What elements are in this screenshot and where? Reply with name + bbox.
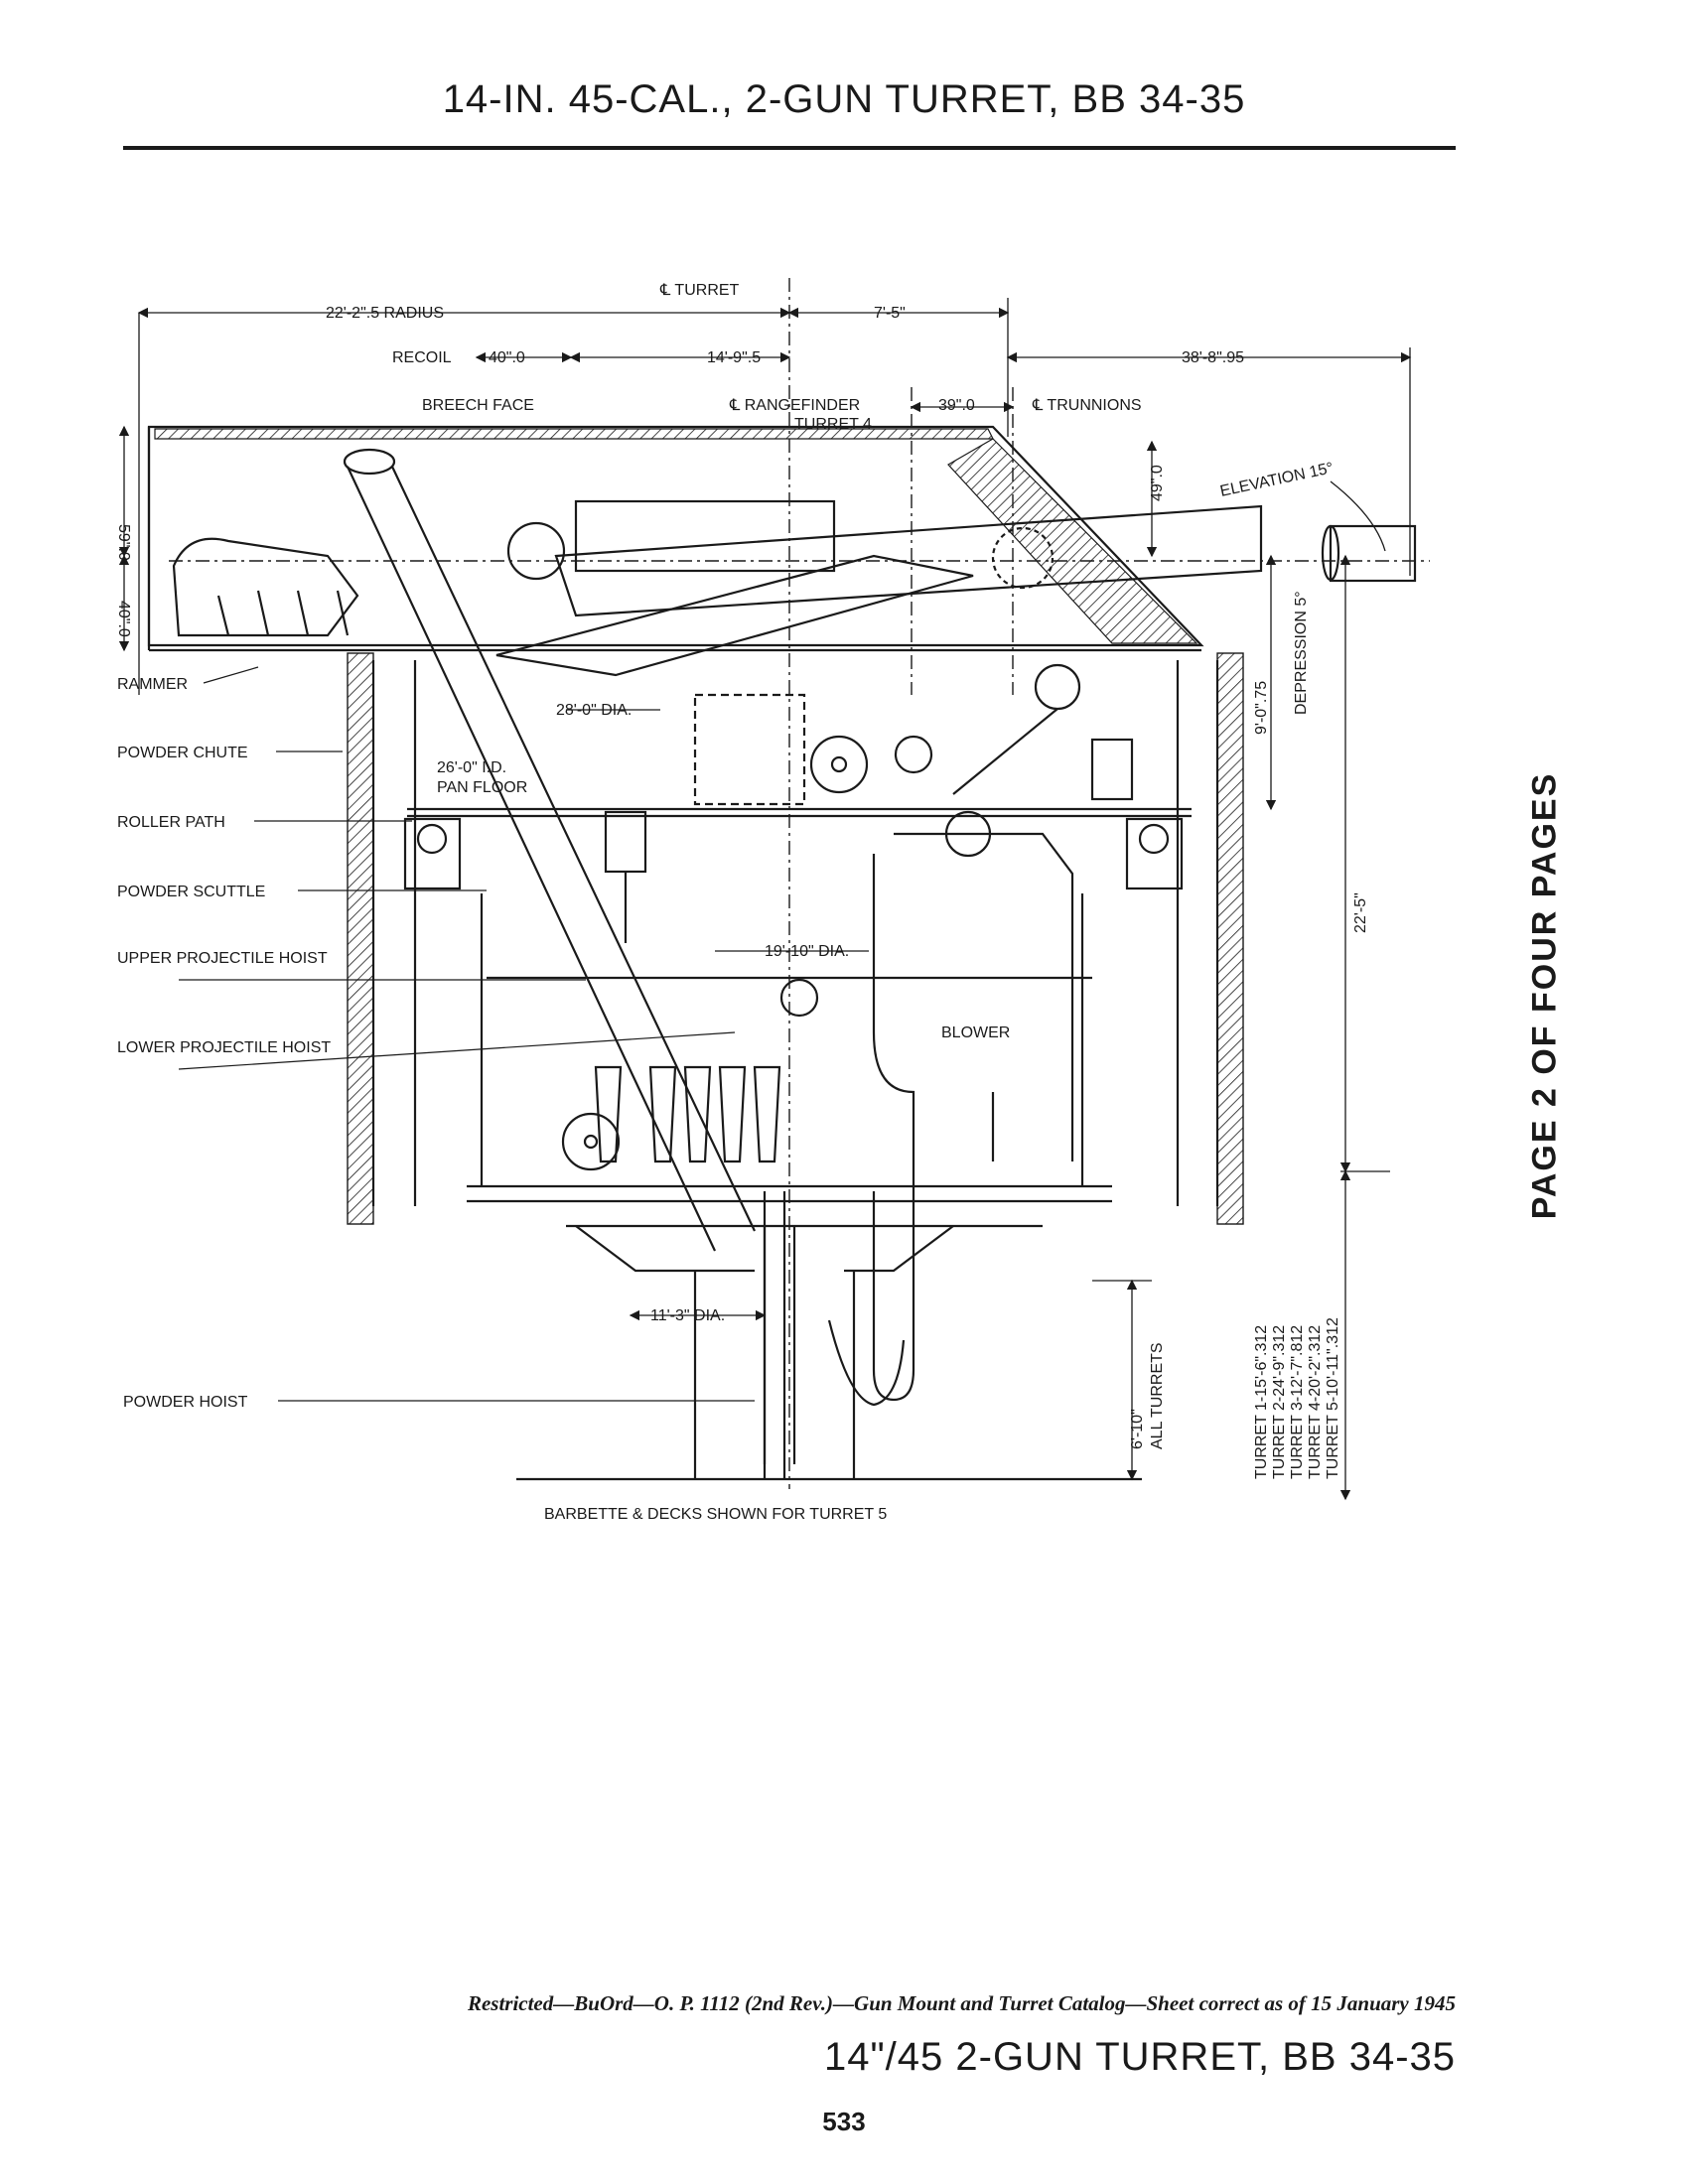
- page-count-note: PAGE 2 OF FOUR PAGES: [1525, 771, 1564, 1220]
- label-pan-floor: PAN FLOOR: [437, 779, 527, 796]
- label-elevation: ELEVATION 15°: [1218, 460, 1335, 500]
- label-depression: DEPRESSION 5°: [1293, 591, 1310, 715]
- label-blower: BLOWER: [941, 1024, 1010, 1041]
- turret-outline: [147, 425, 1417, 1481]
- label-overall-length: 38'-8".95: [1182, 349, 1244, 366]
- callout-powder-hoist: POWDER HOIST: [123, 1394, 248, 1411]
- label-recoil: RECOIL: [392, 349, 452, 366]
- label-breech-to-center: 14'-9".5: [707, 349, 761, 366]
- label-trunnion-offset: 7'-5": [874, 305, 906, 322]
- label-all-turrets-value: 6'-10": [1129, 1409, 1146, 1449]
- label-trunnions: ℄ TRUNNIONS: [1032, 397, 1142, 414]
- label-height-9: 9'-0".75: [1253, 681, 1270, 735]
- callout-lower-projectile-hoist: LOWER PROJECTILE HOIST: [117, 1039, 331, 1056]
- footer-reference: Restricted—BuOrd—O. P. 1112 (2nd Rev.)—G…: [467, 1991, 1456, 2015]
- label-turret-height-2: TURRET 2-24'-9".312: [1271, 1325, 1288, 1479]
- label-rangefinder-turret: TURRET 4: [794, 416, 872, 433]
- label-dia-26: 26'-0" I.D.: [437, 759, 506, 776]
- title-rule: [123, 146, 1456, 150]
- label-all-turrets: ALL TURRETS: [1149, 1342, 1166, 1449]
- label-turret-height-3: TURRET 3-12'-7".812: [1289, 1325, 1306, 1479]
- label-height-left-lower: 40".0: [115, 601, 132, 637]
- callout-upper-projectile-hoist: UPPER PROJECTILE HOIST: [117, 950, 328, 967]
- label-turret-height-5: TURRET 5-10'-11".312: [1325, 1317, 1341, 1479]
- callout-rammer: RAMMER: [117, 676, 188, 693]
- callout-powder-scuttle: POWDER SCUTTLE: [117, 884, 265, 900]
- label-rangefinder: ℄ RANGEFINDER: [729, 397, 860, 414]
- footer-title: 14"/45 2-GUN TURRET, BB 34-35: [823, 2035, 1456, 2079]
- label-rangefinder-offset: 39".0: [938, 397, 975, 414]
- label-turret-height-1: TURRET 1-15'-6".312: [1253, 1325, 1270, 1479]
- label-recoil-value: 40".0: [489, 349, 525, 366]
- page-title: 14-IN. 45-CAL., 2-GUN TURRET, BB 34-35: [442, 77, 1246, 121]
- label-barbette-note: BARBETTE & DECKS SHOWN FOR TURRET 5: [544, 1506, 887, 1523]
- label-turret-centerline: ℄ TURRET: [659, 282, 740, 299]
- label-trunnion-height: 49".0: [1149, 465, 1166, 501]
- label-turret-height-4: TURRET 4-20'-2".312: [1307, 1325, 1324, 1479]
- label-height-22: 22'-5": [1352, 892, 1369, 933]
- label-breech-face: BREECH FACE: [422, 397, 534, 414]
- page-number: 533: [822, 2107, 866, 2136]
- label-height-left-upper: 59".0: [115, 524, 132, 561]
- label-dia-11: 11'-3" DIA.: [650, 1307, 725, 1324]
- label-dia-28: 28'-0" DIA.: [556, 702, 632, 719]
- label-radius: 22'-2".5 RADIUS: [326, 305, 444, 322]
- callout-roller-path: ROLLER PATH: [117, 814, 225, 831]
- callout-powder-chute: POWDER CHUTE: [117, 745, 248, 761]
- label-dia-19: 19'-10" DIA.: [765, 943, 849, 960]
